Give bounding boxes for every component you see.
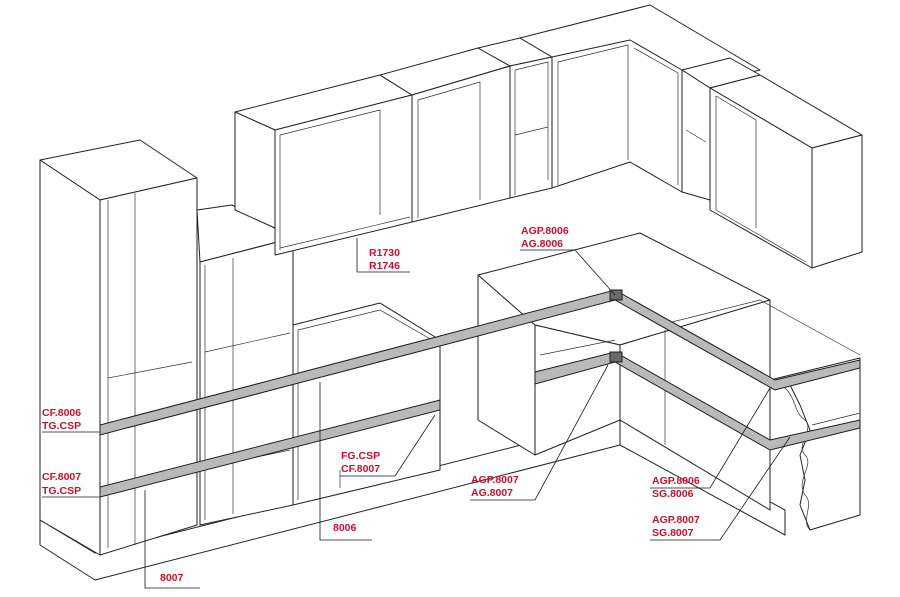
label-tgcsp-1: TG.CSP (42, 420, 81, 432)
wall-cabinet-right (709, 74, 863, 269)
label-ag8006: AG.8006 (521, 238, 563, 250)
label-tgcsp-2: TG.CSP (42, 485, 81, 497)
label-r1730: R1730 (369, 247, 400, 259)
wall-cabinet-1 (234, 74, 413, 256)
label-cf8007-mid: CF.8007 (341, 463, 380, 475)
label-cf8007: CF.8007 (42, 471, 81, 483)
callout-labels: R1730 R1746 AGP.8006 AG.8006 CF.8006 TG.… (42, 225, 700, 584)
label-fgcsp: FG.CSP (341, 450, 380, 462)
label-cf8006: CF.8006 (42, 407, 81, 419)
right-base-cabinet (769, 357, 861, 531)
label-sg8007: SG.8007 (652, 527, 694, 539)
label-ag8007: AG.8007 (471, 487, 513, 499)
label-agp8006-right: AGP.8006 (652, 475, 700, 487)
lower-handle-rail (99, 351, 861, 498)
label-sg8006: SG.8006 (652, 488, 694, 500)
label-agp8006-top: AGP.8006 (521, 225, 569, 237)
wall-open-shelf (477, 37, 553, 199)
label-agp8007-right: AGP.8007 (652, 514, 700, 526)
label-8007: 8007 (160, 572, 184, 584)
label-r1746: R1746 (369, 260, 400, 272)
wall-shelf-right (681, 57, 761, 201)
label-8006: 8006 (333, 522, 357, 534)
tall-cabinet (39, 139, 198, 556)
leader-lines (42, 238, 791, 589)
label-agp8007-mid: AGP.8007 (471, 474, 519, 486)
